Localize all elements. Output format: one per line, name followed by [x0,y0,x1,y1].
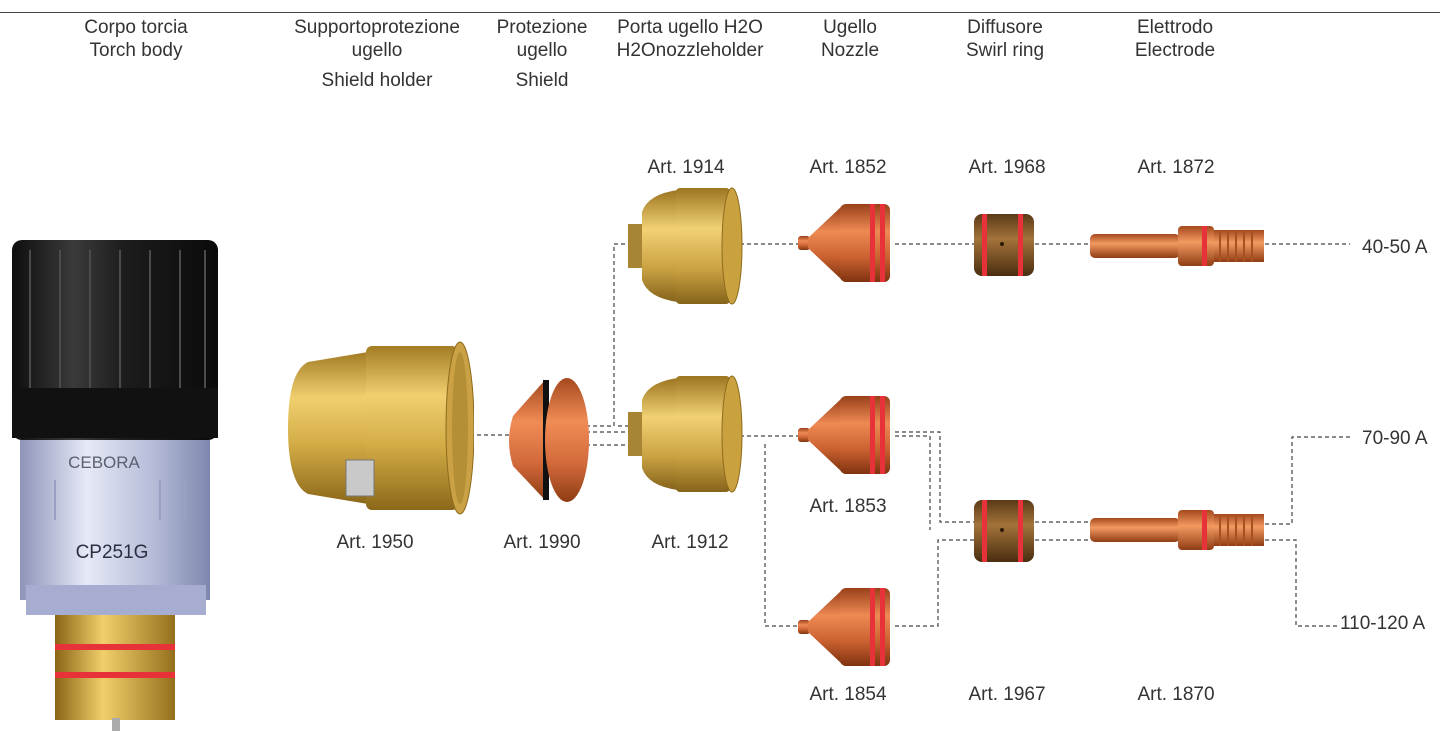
article-1852: Art. 1852 [809,157,887,178]
nozzle-1853-image [798,396,890,474]
amperage-40-50: 40-50 A [1362,237,1428,258]
header-torch-body: Corpo torcia Torch body [84,17,188,61]
amperage-110-120: 110-120 A [1340,613,1426,634]
article-1967: Art. 1967 [968,684,1046,705]
header-nozzle-holder: Porta ugello H2O H2Onozzleholder [616,17,764,61]
nozzle-holder-1914-image [628,187,743,305]
article-1950: Art. 1950 [336,532,414,553]
article-1912: Art. 1912 [651,532,729,553]
header-shield: Protezione ugello Shield [496,17,588,91]
torch-brand-text: CEBORA [68,453,140,472]
swirl-ring-1967-image [974,500,1034,562]
nozzle-holder-1912-image [628,375,743,493]
electrode-1870-image [1090,510,1264,550]
article-1914: Art. 1914 [647,157,725,178]
amperage-70-90: 70-90 A [1362,428,1428,449]
torch-model-text: CP251G [76,542,149,563]
header-electrode: Elettrodo Electrode [1134,17,1216,61]
article-1968: Art. 1968 [968,157,1046,178]
article-1990: Art. 1990 [503,532,581,553]
article-1870: Art. 1870 [1137,684,1215,705]
swirl-ring-1968-image [974,214,1034,276]
top-rule [0,12,1440,13]
electrode-1872-image [1090,226,1264,266]
header-nozzle: Ugello Nozzle [820,17,880,61]
nozzle-1852-image [798,204,890,282]
article-1872: Art. 1872 [1137,157,1215,178]
shield-holder-image [288,341,474,515]
torch-body-image: CEBORA CP251G [12,240,218,731]
header-shield-holder: Supportoprotezione ugello Shield holder [294,17,460,91]
nozzle-1854-image [798,588,890,666]
article-1853: Art. 1853 [809,496,887,517]
shield-image [509,378,589,502]
header-swirl-ring: Diffusore Swirl ring [965,17,1045,61]
article-1854: Art. 1854 [809,684,887,705]
